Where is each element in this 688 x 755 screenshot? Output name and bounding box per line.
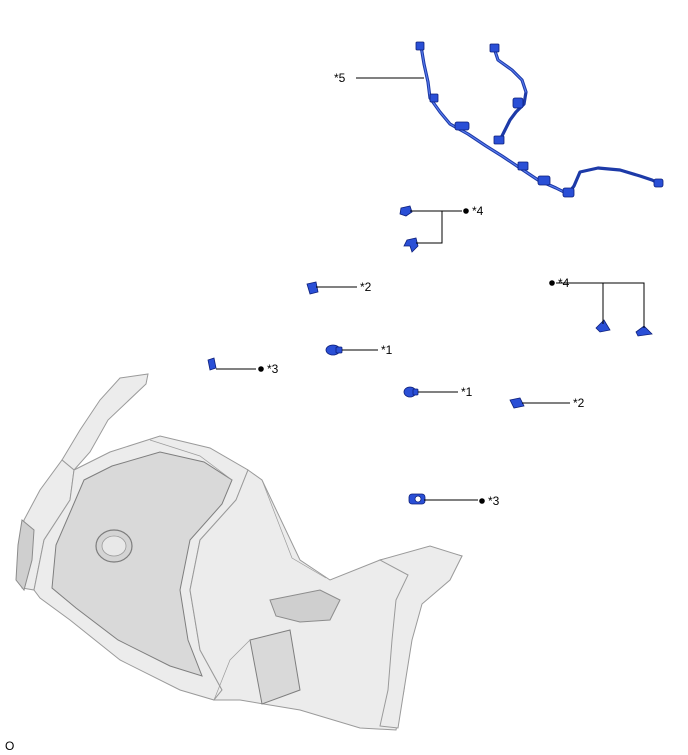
callout-label-2-left: *2 [360,280,372,294]
callout-label-4-right: *4 [558,276,570,290]
retainer-part-4-right-b [635,325,653,337]
front-bumper-cover [15,373,463,731]
retainer-part-4-upper-b [403,237,419,253]
retainer-part-4-upper-a [399,205,413,217]
leader-lines [216,77,645,501]
callout-dots [258,208,555,504]
sensor-part-2-right [509,397,525,409]
callout-label-3-left: *3 [267,362,279,376]
callout-label-3-right: *3 [488,494,500,508]
bracket-part-3-left [207,357,217,371]
retainer-part-4-right-a [595,319,611,333]
sensor-part-1-left [325,344,343,356]
sensor-part-2-left [306,281,319,295]
figure-code: O [5,739,14,753]
callout-label-2-right: *2 [573,396,585,410]
callout-label-5: *5 [334,71,346,85]
callout-label-1-right: *1 [461,385,473,399]
sensor-part-1-right [403,386,419,398]
callout-label-1-left: *1 [381,343,393,357]
callout-label-4-upper: *4 [472,204,484,218]
bracket-part-3-right [408,493,426,505]
wire-harness-part-5 [415,41,664,198]
